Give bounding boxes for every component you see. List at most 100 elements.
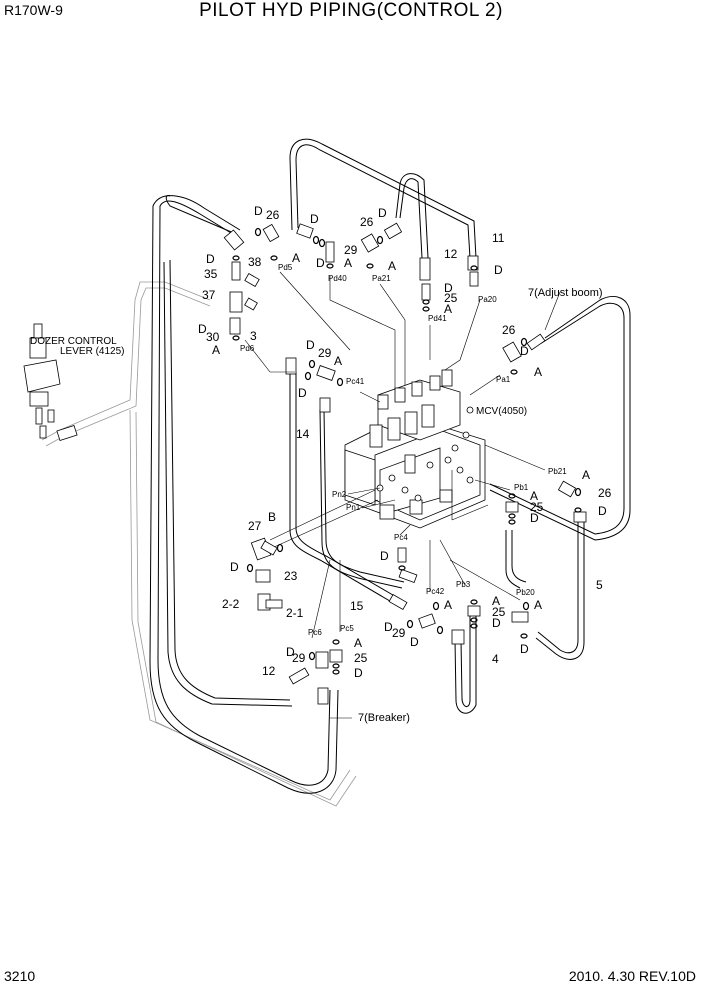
callout-d11: D bbox=[298, 386, 307, 400]
pipe-pb1 bbox=[505, 530, 527, 589]
callout-27: 27 bbox=[248, 519, 262, 533]
breaker-label: 7(Breaker) bbox=[358, 712, 410, 724]
port-pd5: Pd5 bbox=[278, 263, 293, 272]
callout-d21: D bbox=[354, 666, 363, 680]
mcv-block bbox=[344, 369, 486, 529]
dozer-label-line1: DOZER CONTROL bbox=[30, 336, 117, 347]
callout-29c: 29 bbox=[392, 626, 406, 640]
callout-14: 14 bbox=[296, 427, 310, 441]
callout-d7: D bbox=[444, 281, 453, 295]
callouts: D 26 D 29 D 26 D 12 11 D D A 38 35 A A D… bbox=[198, 204, 612, 680]
callout-b1: B bbox=[268, 510, 276, 524]
callout-a8: A bbox=[582, 468, 590, 482]
pipe-14-15 bbox=[285, 357, 418, 611]
callout-d15: D bbox=[380, 549, 389, 563]
callout-d20: D bbox=[286, 645, 295, 659]
port-pb3: Pb3 bbox=[456, 580, 471, 589]
adjust-boom-pipe bbox=[489, 296, 631, 541]
callout-d1: D bbox=[254, 204, 263, 218]
callout-d5: D bbox=[494, 263, 503, 277]
adjust-boom-label: 7(Adjust boom) bbox=[528, 287, 603, 299]
callout-d8: D bbox=[198, 322, 207, 336]
port-pc42: Pc42 bbox=[426, 587, 445, 596]
callout-12a: 12 bbox=[444, 247, 458, 261]
left-loop-pipe bbox=[149, 195, 339, 794]
callout-2-1: 2-1 bbox=[286, 606, 304, 620]
callout-29d: 29 bbox=[292, 651, 306, 665]
callout-a2: A bbox=[344, 256, 352, 270]
callout-26b: 26 bbox=[360, 215, 374, 229]
callout-23: 23 bbox=[284, 569, 298, 583]
callout-a9: A bbox=[530, 489, 538, 503]
port-pb1: Pb1 bbox=[514, 483, 529, 492]
callout-37: 37 bbox=[202, 288, 216, 302]
port-pc4: Pc4 bbox=[394, 533, 408, 542]
fittings bbox=[223, 222, 582, 675]
callout-d4: D bbox=[316, 256, 325, 270]
callout-d10: D bbox=[306, 338, 315, 352]
callout-a4: A bbox=[444, 302, 452, 316]
callout-a3: A bbox=[388, 259, 396, 273]
callout-d3: D bbox=[378, 206, 387, 220]
port-pa1: Pa1 bbox=[496, 375, 511, 384]
model-label: R170W-9 bbox=[4, 2, 63, 18]
callout-15: 15 bbox=[350, 599, 364, 613]
port-pn1: Pn1 bbox=[346, 503, 361, 512]
callout-a12: A bbox=[534, 598, 542, 612]
pipe-4 bbox=[451, 612, 477, 714]
callout-25d: 25 bbox=[354, 651, 368, 665]
port-pc5: Pc5 bbox=[340, 624, 354, 633]
callout-25c: 25 bbox=[492, 605, 506, 619]
callout-d9: D bbox=[520, 344, 529, 358]
port-pb20: Pb20 bbox=[516, 588, 535, 597]
port-pd6: Pd6 bbox=[240, 344, 255, 353]
callout-d2: D bbox=[310, 212, 319, 226]
callout-d12: D bbox=[530, 511, 539, 525]
port-pn2: Pn2 bbox=[332, 490, 347, 499]
callout-12b: 12 bbox=[262, 664, 276, 678]
callout-26c: 26 bbox=[502, 323, 516, 337]
callout-35: 35 bbox=[204, 267, 218, 281]
dozer-pipe-grey bbox=[41, 281, 357, 807]
callout-2-2: 2-2 bbox=[222, 597, 240, 611]
top-pipes bbox=[289, 138, 477, 259]
callout-3: 3 bbox=[250, 329, 257, 343]
header: R170W-9 PILOT HYD PIPING(CONTROL 2) bbox=[0, 0, 702, 24]
leader-lines bbox=[244, 271, 561, 719]
port-pd40: Pd40 bbox=[328, 274, 347, 283]
callout-4: 4 bbox=[492, 652, 499, 666]
callout-a10: A bbox=[444, 598, 452, 612]
callout-a13: A bbox=[354, 636, 362, 650]
callout-11: 11 bbox=[492, 231, 505, 245]
callout-38: 38 bbox=[248, 255, 262, 269]
callout-d17: D bbox=[410, 635, 419, 649]
revision-date: 2010. 4.30 REV.10D bbox=[568, 968, 696, 984]
callout-d18: D bbox=[492, 616, 501, 630]
port-pd41: Pd41 bbox=[428, 314, 447, 323]
callout-d14: D bbox=[230, 560, 239, 574]
callout-25b: 25 bbox=[530, 500, 544, 514]
dozer-control-lever bbox=[23, 323, 78, 442]
dozer-label-line2: LEVER (4125) bbox=[60, 346, 124, 357]
callout-a5: A bbox=[212, 343, 220, 357]
callout-5: 5 bbox=[596, 578, 603, 592]
callout-25a: 25 bbox=[444, 291, 458, 305]
port-pc41: Pc41 bbox=[346, 377, 365, 386]
callout-29b: 29 bbox=[318, 346, 332, 360]
mcv-label: MCV(4050) bbox=[476, 406, 527, 417]
callout-26d: 26 bbox=[598, 486, 612, 500]
port-pc6: Pc6 bbox=[308, 628, 322, 637]
port-labels: Pd5 Pd6 Pd40 Pd41 Pa21 Pa20 Pa1 Pc41 Pb2… bbox=[240, 263, 567, 637]
callout-d13: D bbox=[598, 504, 607, 518]
mcv-spools bbox=[369, 369, 453, 520]
callout-26a: 26 bbox=[266, 208, 280, 222]
page-number: 3210 bbox=[4, 968, 36, 984]
callout-a11: A bbox=[492, 594, 500, 608]
port-pb21: Pb21 bbox=[548, 467, 567, 476]
port-pa20: Pa20 bbox=[478, 295, 497, 304]
port-pa21: Pa21 bbox=[372, 274, 391, 283]
callout-30: 30 bbox=[206, 330, 220, 344]
pipe-12-lower bbox=[288, 667, 329, 705]
callout-29a: 29 bbox=[344, 243, 358, 257]
